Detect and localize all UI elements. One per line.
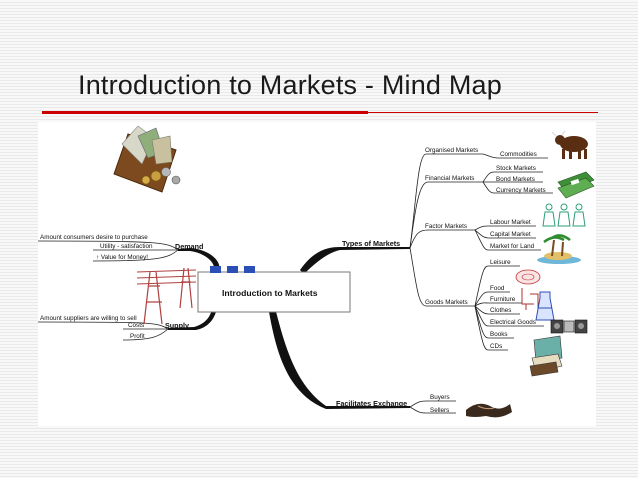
factor-item: Capital Market xyxy=(490,231,531,238)
demand-item: Amount consumers desire to purchase xyxy=(40,234,148,241)
slide-title: Introduction to Markets - Mind Map xyxy=(78,70,502,100)
goods-item-lines xyxy=(474,265,544,351)
demand-item: Utility - satisfaction xyxy=(100,243,153,250)
goods-item: CDs xyxy=(490,343,502,350)
centre-marker xyxy=(210,266,221,273)
title-rule-thin xyxy=(368,112,598,113)
mind-map: Introduction to Markets Demand Amount co… xyxy=(38,125,595,418)
mind-map-frame: Introduction to Markets Demand Amount co… xyxy=(38,122,596,426)
types-of-markets-label: Types of Markets xyxy=(342,239,400,248)
centre-marker xyxy=(227,266,238,273)
types-sub-lines xyxy=(409,153,483,307)
financial-markets-label: Financial Markets xyxy=(425,175,474,182)
goods-item: Furniture xyxy=(490,296,516,303)
chair-icon xyxy=(521,288,539,310)
factor-item-lines xyxy=(474,225,541,251)
demand-item: ↑ Value for Money! xyxy=(96,254,148,261)
financial-item: Currency Markets xyxy=(496,187,546,194)
centre-label: Introduction to Markets xyxy=(222,288,318,298)
bull-icon xyxy=(551,130,588,159)
factor-item: Market for Land xyxy=(490,243,535,250)
supply-item: Amount suppliers are willing to sell xyxy=(40,315,137,322)
wallet-money-icon xyxy=(113,125,181,193)
organised-item-lines xyxy=(482,153,548,159)
exchange-item: Buyers xyxy=(430,394,450,401)
factor-markets-label: Factor Markets xyxy=(425,223,467,230)
goods-markets-label: Goods Markets xyxy=(425,299,468,306)
supply-item-lines xyxy=(38,321,169,341)
factor-item: Labour Market xyxy=(490,219,531,226)
stereo-icon xyxy=(550,319,588,334)
goods-item: Food xyxy=(490,285,505,292)
banknotes-icon xyxy=(557,171,595,199)
goods-item: Clothes xyxy=(490,307,511,314)
title-rule-accent xyxy=(42,111,368,114)
centre-marker xyxy=(244,266,255,273)
power-pylon-icon xyxy=(136,267,197,325)
exchange-item: Sellers xyxy=(430,407,449,414)
supply-label: Supply xyxy=(165,321,189,330)
supply-item: Profit xyxy=(130,333,145,340)
financial-item: Stock Markets xyxy=(496,165,536,172)
branch-exchange xyxy=(268,304,410,409)
books-icon xyxy=(529,335,563,377)
supply-item: Costs xyxy=(128,322,144,329)
exchange-item-lines xyxy=(409,400,456,414)
financial-item: Bond Markets xyxy=(496,176,535,183)
organised-item: Commodities xyxy=(500,151,537,158)
workers-icon xyxy=(542,203,586,227)
goods-item: Leisure xyxy=(490,259,511,266)
exchange-label: Facilitates Exchange xyxy=(336,399,407,408)
palm-island-icon xyxy=(537,234,581,264)
demand-label: Demand xyxy=(175,242,203,251)
food-jar-icon xyxy=(515,269,541,285)
branch-types xyxy=(300,247,410,274)
centre-node: Introduction to Markets xyxy=(197,266,351,313)
goods-item: Books xyxy=(490,331,508,338)
organised-markets-label: Organised Markets xyxy=(425,147,478,154)
handshake-icon xyxy=(466,403,512,418)
branch-demand xyxy=(178,248,220,280)
goods-item: Electrical Goods xyxy=(490,319,536,326)
dress-icon xyxy=(535,291,555,321)
financial-item-lines xyxy=(482,171,553,194)
demand-item-lines xyxy=(38,240,179,262)
